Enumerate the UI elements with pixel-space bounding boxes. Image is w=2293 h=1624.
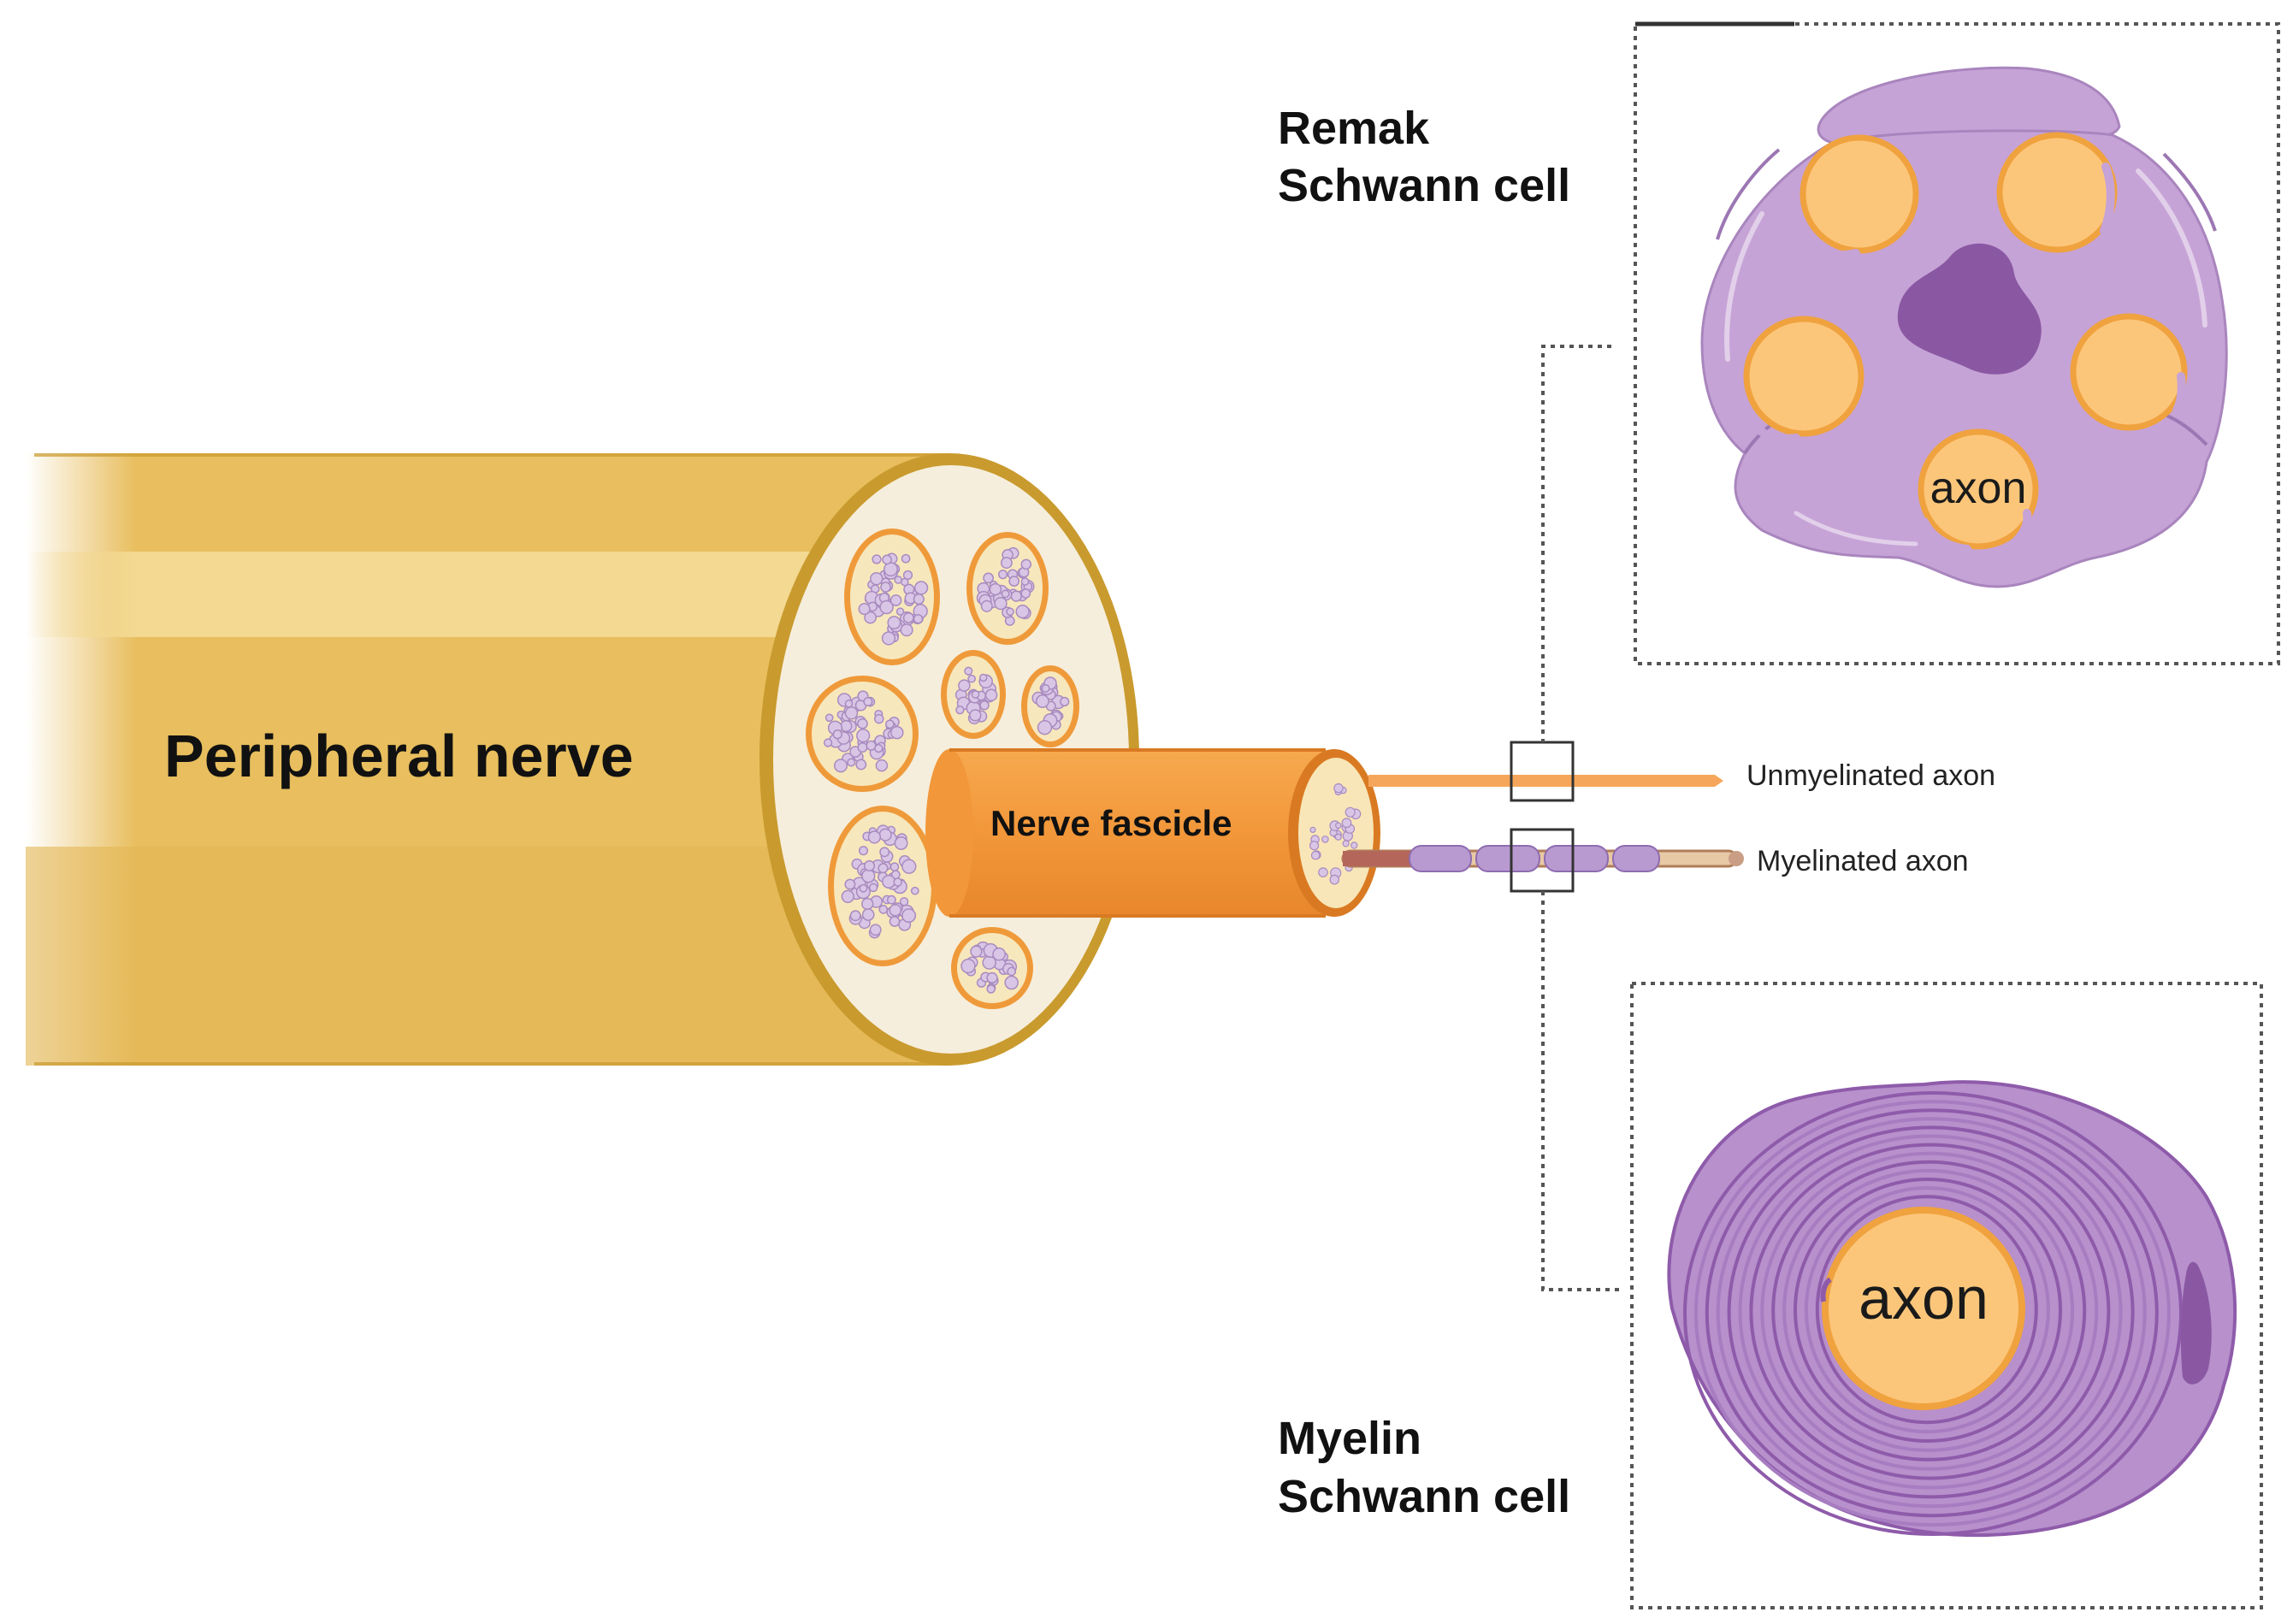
- remak-axon-4: [2070, 313, 2188, 431]
- remak-axon-label: axon: [1930, 464, 2027, 513]
- myelin-nucleus: [2180, 1261, 2212, 1385]
- remak-panel-frame: [1634, 22, 2280, 665]
- myelin-lamella: [1804, 1186, 2050, 1434]
- remak-nucleus: [1897, 243, 2042, 375]
- myelin-segment-1: [1409, 845, 1472, 872]
- nerve-fascicle-bundle: [844, 529, 940, 665]
- nerve-fascicle-bundle: [966, 532, 1049, 645]
- myelin-axon: [1822, 1207, 2025, 1410]
- remak-schwann-cell-label-line2: Schwann cell: [1278, 160, 1570, 211]
- fascicle-fiber-dot: [1329, 874, 1340, 885]
- fascicle-fiber-dot: [1350, 842, 1358, 849]
- fascicle-fiber-dot: [1335, 822, 1342, 830]
- myelin-lamella: [1738, 1134, 2123, 1490]
- fascicle-fiber-dot: [1342, 840, 1350, 847]
- myelin-lamella: [1727, 1125, 2135, 1499]
- myelin-segment-4: [1612, 845, 1660, 872]
- nerve-cross-section-fascicles: [806, 529, 1079, 1009]
- nerve-fascicle-bundle: [1021, 665, 1079, 747]
- fascicle-fiber-dot: [1318, 867, 1328, 877]
- myelin-lamella: [1749, 1143, 2111, 1480]
- fascicle-left-end: [925, 749, 973, 917]
- connector-to-remak: [1541, 345, 1611, 742]
- myelin-lamella: [1782, 1168, 2075, 1452]
- nerve-fascicle-label: Nerve fascicle: [990, 803, 1232, 843]
- myelin-lamella: [1760, 1151, 2099, 1471]
- fascicle-fibers: [1309, 782, 1362, 885]
- myelin-schwann-cell: [1667, 1080, 2237, 1538]
- myelin-lamella: [1693, 1100, 2171, 1527]
- fascicle-fiber-dot: [1344, 806, 1356, 818]
- remak-axon-2: [1996, 132, 2118, 253]
- connector-to-myelin: [1541, 891, 1623, 1291]
- myelin-lamella: [1683, 1091, 2183, 1536]
- fascicle-fiber-dot: [1309, 841, 1320, 851]
- myelin-schwann-cell-label-line2: Schwann cell: [1278, 1471, 1570, 1522]
- myelinated-axon-fiber: [1341, 845, 1744, 872]
- fascicle-body: [949, 749, 1326, 917]
- remak-axon-1: [1800, 134, 1919, 254]
- fascicle-fiber-dot: [1334, 833, 1342, 841]
- axon-core-dark: [1343, 851, 1411, 866]
- nerve-fascicle-bundle: [828, 806, 937, 966]
- myelin-schwann-cell-label-line1: Myelin: [1278, 1413, 1421, 1464]
- myelin-lamella: [1815, 1195, 2038, 1425]
- remak-schwann-cell-label-line1: Remak: [1278, 103, 1430, 154]
- unmyelinated-axon-label: Unmyelinated axon: [1746, 759, 1995, 792]
- peripheral-nerve-label: Peripheral nerve: [164, 723, 634, 789]
- myelinated-axon-label: Myelinated axon: [1757, 845, 1969, 877]
- unmyelinated-zoom-box: [1510, 741, 1575, 802]
- remak-schwann-cell: [1700, 66, 2228, 588]
- remak-axon-3: [1743, 316, 1865, 437]
- myelin-axon-label: axon: [1859, 1265, 1989, 1332]
- myelin-lamella: [1794, 1178, 2062, 1443]
- myelin-lamellae: [1683, 1091, 2183, 1536]
- fascicle-fiber-dot: [1321, 836, 1329, 843]
- unmyelinated-axon-fiber: [1368, 775, 1723, 787]
- nerve-fascicle-bundle: [806, 676, 919, 792]
- myelin-lamella: [1705, 1108, 2159, 1518]
- myelin-segment-3: [1544, 845, 1609, 872]
- nerve-fascicle-bundle: [941, 650, 1006, 739]
- nerve-fascicle-bundle: [951, 927, 1033, 1009]
- myelin-panel-frame: [1630, 982, 2263, 1609]
- myelin-lamella: [1771, 1160, 2087, 1462]
- fascicle-fiber-dot: [1341, 818, 1352, 829]
- myelin-lamella: [1716, 1117, 2147, 1509]
- fascicle-fiber-dot: [1333, 782, 1344, 794]
- nerve-fascicle: [925, 748, 1380, 918]
- remak-axon-5: [1918, 428, 2039, 550]
- fascicle-fiber-dot: [1310, 850, 1321, 860]
- fascicle-fiber-dot: [1309, 826, 1316, 834]
- myelin-segment-2: [1475, 845, 1540, 872]
